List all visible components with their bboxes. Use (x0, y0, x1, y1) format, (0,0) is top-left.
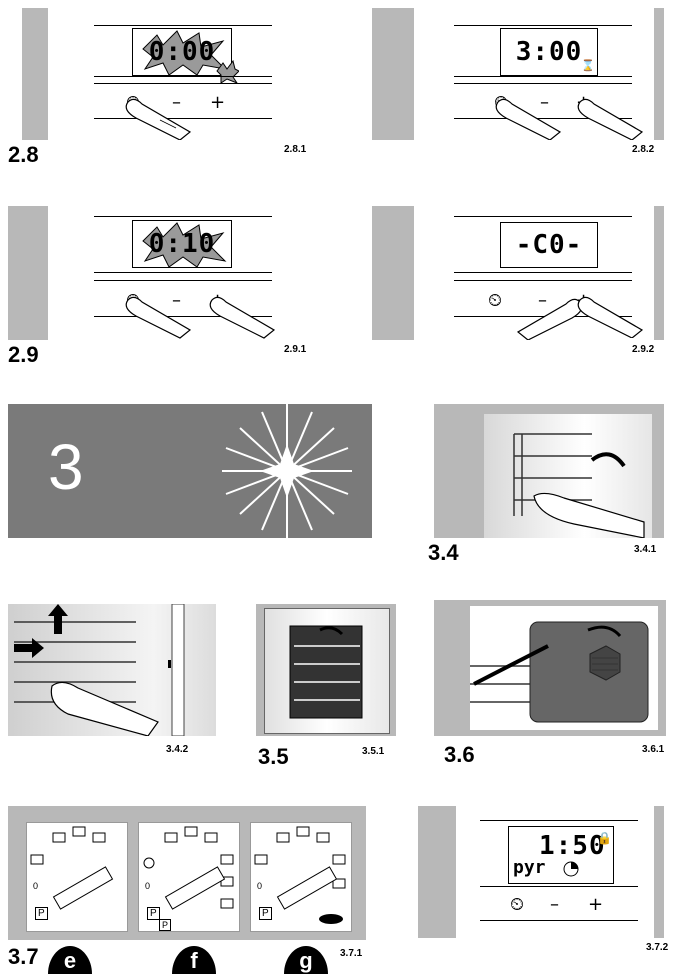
sparkle-icon (222, 404, 352, 538)
figure-id: 3.4.1 (634, 544, 657, 555)
figure-id: 3.7.1 (340, 948, 363, 959)
display-box: 3:00 ⌛ (500, 28, 598, 76)
figure-id: 2.8.2 (632, 144, 655, 155)
section-label-3-4: 3.4 (428, 540, 459, 565)
fan-cover-illustration (470, 621, 649, 723)
rack-removal-illustration (14, 604, 185, 736)
figure-id: 2.9.2 (632, 344, 655, 355)
section-label-3-6: 3.6 (444, 742, 475, 767)
figure-3-6-1 (434, 600, 666, 736)
mode-panel-g: 0 P (250, 822, 352, 932)
mode-dial-icon (30, 826, 114, 910)
figure-2-9-1: 0:10 ⏲ – + (8, 206, 320, 340)
mode-p-alt-label: P (159, 919, 172, 931)
mode-p-label: P (35, 907, 48, 920)
lcd-text: 3:00 (515, 37, 583, 67)
display-box: 0:00 (132, 28, 239, 83)
mode-zero-label: 0 (33, 881, 39, 891)
chapter-banner: 3 (8, 404, 372, 538)
clock-icon: ⏲ (488, 290, 503, 311)
mode-panel-e: 0 P (26, 822, 128, 932)
mode-p-label: P (259, 907, 272, 920)
section-label-3-5: 3.5 (258, 744, 289, 769)
hourglass-icon: ⌛ (581, 59, 595, 72)
display-box: -C0- (500, 222, 598, 268)
figure-id: 3.5.1 (362, 746, 385, 757)
finger-icon (125, 296, 192, 339)
figure-id: 3.6.1 (642, 744, 665, 755)
lock-icon: 🔒 (597, 831, 612, 845)
figure-3-5-1 (256, 604, 396, 736)
plus-symbol: + (210, 92, 226, 113)
figure-3-7-1: 0 P 0 P P 0 P (8, 806, 366, 940)
minus-symbol: – (172, 92, 181, 113)
minus-symbol: – (172, 290, 181, 311)
oven-interior-illustration (289, 625, 363, 719)
lcd-text: -C0- (515, 230, 583, 260)
timer-dial-icon (563, 861, 579, 877)
figure-3-4-2 (8, 604, 216, 736)
finger-icon (577, 98, 644, 140)
figure-id: 3.4.2 (166, 744, 189, 755)
figure-id: 2.8.1 (284, 144, 307, 155)
blink-burst-icon (142, 30, 227, 75)
mode-dial-icon (143, 826, 234, 910)
lcd-text: 1:50 (539, 831, 606, 861)
lcd-text: 0:10 (148, 229, 216, 259)
display-box: 1:50 🔒 pyr (508, 826, 614, 884)
section-label-3-7: 3.7 (8, 944, 39, 969)
panel-letter-g: g (284, 946, 328, 974)
section-label-2-9: 2.9 (8, 342, 39, 367)
pyrolysis-text: pyr (513, 857, 546, 878)
chapter-number: 3 (48, 431, 84, 503)
oven-rack-illustration (513, 433, 645, 538)
figure-id: 2.9.1 (284, 344, 307, 355)
lcd-text: 0:00 (148, 37, 216, 67)
figure-id: 3.7.2 (646, 942, 669, 953)
figure-3-4-1 (434, 404, 664, 538)
finger-icon (209, 296, 276, 339)
mode-dial-icon (254, 826, 346, 924)
display-box: 0:10 (132, 220, 232, 268)
plus-symbol: + (588, 894, 604, 915)
mode-zero-label: 0 (257, 881, 263, 891)
finger-icon (125, 98, 192, 140)
blink-burst-icon (142, 222, 227, 267)
small-burst-icon (216, 59, 239, 83)
finger-icon (495, 98, 562, 140)
panel-letter-f: f (172, 946, 216, 974)
minus-symbol: – (538, 290, 547, 311)
minus-symbol: – (550, 894, 559, 915)
panel-letter-e: e (48, 946, 92, 974)
figure-2-9-2: -C0- ⏲ – + (372, 206, 664, 340)
mode-panel-f: 0 P P (138, 822, 240, 932)
section-label-2-8: 2.8 (8, 142, 39, 167)
mode-p-label: P (147, 907, 160, 920)
finger-icon (577, 296, 644, 338)
clock-icon: ⏲ (510, 894, 525, 915)
mode-zero-label: 0 (145, 881, 151, 891)
minus-symbol: – (540, 92, 549, 113)
figure-3-7-2: 1:50 🔒 pyr ⏲ – + (418, 806, 664, 938)
figure-2-8-2: 3:00 ⌛ ⏲ – + (372, 8, 664, 140)
figure-2-8-1: 0:00 ⏲ – + (22, 8, 320, 140)
